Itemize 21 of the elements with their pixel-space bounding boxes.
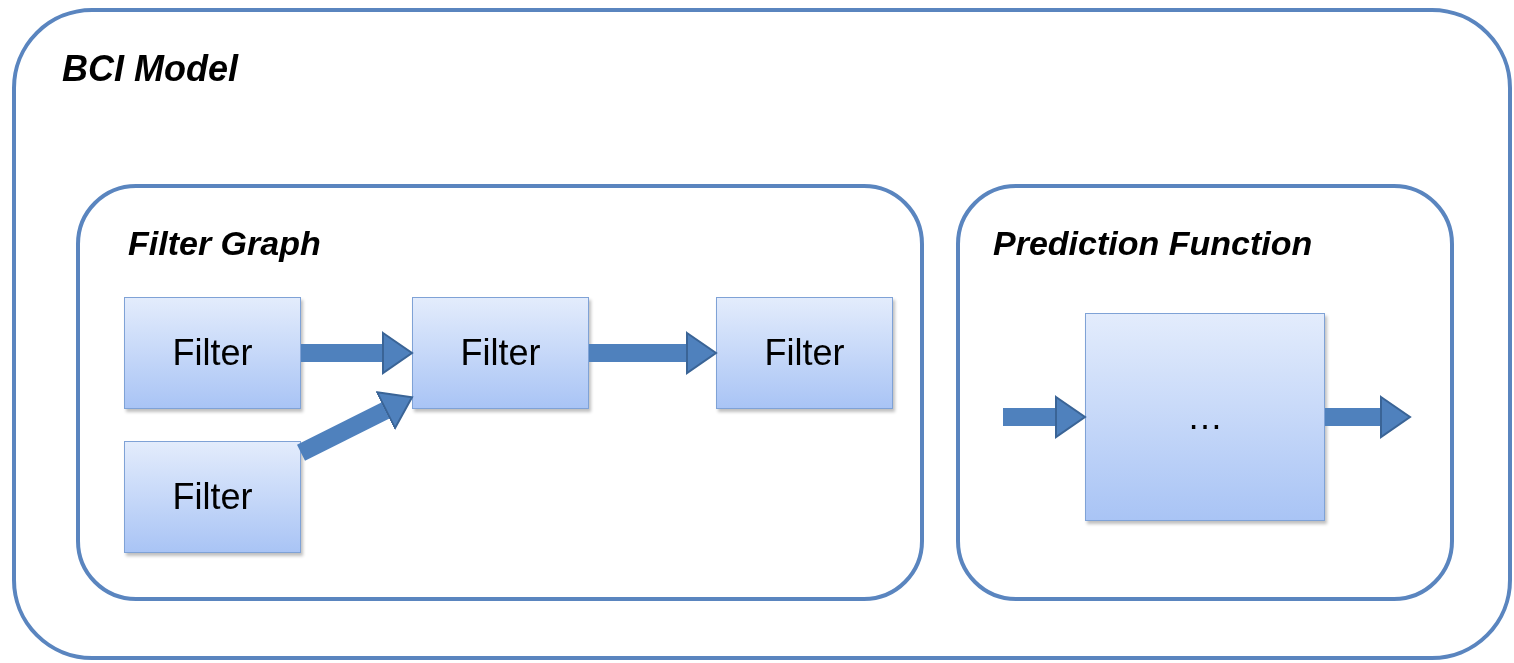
- process-box: [412, 297, 589, 409]
- box-label: Filter: [172, 332, 253, 374]
- process-box: [716, 297, 893, 409]
- block-arrow: [301, 332, 413, 374]
- group-panel: [76, 184, 924, 601]
- box-label: Filter: [460, 332, 541, 374]
- box-label: Filter: [172, 476, 253, 518]
- process-box: [124, 441, 301, 553]
- process-box: [1085, 313, 1325, 521]
- block-arrow: [1325, 396, 1411, 438]
- process-box: [124, 297, 301, 409]
- block-arrow: [589, 332, 717, 374]
- box-label: Filter: [764, 332, 845, 374]
- group-title: Filter Graph: [128, 224, 321, 263]
- group-title: BCI Model: [62, 48, 238, 90]
- box-label: …: [1187, 396, 1223, 438]
- block-arrow: [296, 391, 413, 461]
- group-title: Prediction Function: [993, 224, 1313, 263]
- block-arrow: [1003, 396, 1086, 438]
- group-panel: [12, 8, 1512, 660]
- group-panel: [956, 184, 1454, 601]
